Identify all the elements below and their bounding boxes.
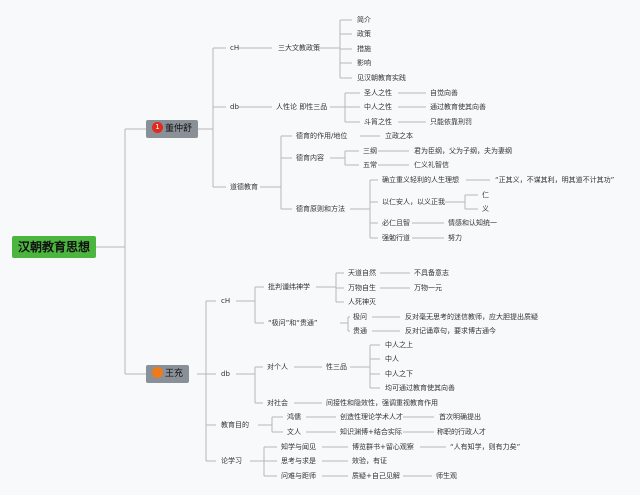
dong-method-k[interactable]: 确立重义轻利的人生理想 [382, 176, 459, 184]
wang-study-v[interactable]: 效验，有证 [352, 457, 387, 465]
wang-study-w[interactable]: “人有知学，则有力矣” [450, 443, 521, 451]
dong-policy-item[interactable]: 见汉朝教育实践 [357, 74, 406, 82]
wang-study-v[interactable]: 质疑+自己见解 [352, 472, 400, 480]
node-wang-chong[interactable]: 王充 [146, 365, 190, 383]
wang-critique-k[interactable]: 万物自生 [348, 284, 376, 292]
root-node[interactable]: 汉朝教育思想 [12, 236, 96, 258]
priority-1-icon: 1 [152, 122, 163, 133]
wang-society-value[interactable]: 间接性和隐效性，强调重视教育作用 [326, 399, 438, 407]
wang-aim-v[interactable]: 创造性理论学术人才 [340, 413, 403, 421]
dong-method-v[interactable]: 情感和认知统一 [448, 219, 497, 227]
dong-ch[interactable]: cH [230, 44, 240, 52]
wang-db[interactable]: db [221, 370, 230, 378]
dong-nature-v[interactable]: 只能依靠刑罚 [430, 118, 472, 126]
wang-level[interactable]: 中人之上 [385, 341, 413, 349]
dong-method-sub[interactable]: 义 [482, 205, 489, 213]
wang-aim-k[interactable]: 鸿儒 [287, 413, 301, 421]
wang-aim-v[interactable]: 知识渊博+结合实际 [340, 428, 402, 436]
node-label: 王充 [165, 369, 184, 379]
wang-study-k[interactable]: 问难与距师 [281, 472, 316, 480]
dong-method-v[interactable]: “正其义，不谋其利，明其道不计其功” [495, 176, 615, 184]
dong-policy-item[interactable]: 影响 [357, 59, 371, 67]
dong-content-v[interactable]: 仁义礼智信 [414, 161, 449, 169]
wang-critique[interactable]: 批判谶纬神学 [268, 283, 310, 291]
dong-moral-content[interactable]: 德育内容 [296, 154, 324, 162]
dong-content-k[interactable]: 三纲 [363, 147, 377, 155]
wang-ch[interactable]: cH [221, 297, 231, 305]
wang-society[interactable]: 对社会 [267, 399, 288, 407]
wang-study-v[interactable]: 博览群书+留心观察 [352, 443, 414, 451]
dong-db[interactable]: db [230, 103, 239, 111]
wang-level[interactable]: 中人 [385, 355, 399, 363]
wang-study-w[interactable]: 师生观 [436, 472, 457, 480]
wang-aim-k[interactable]: 文人 [287, 428, 301, 436]
dong-nature-k[interactable]: 斗筲之性 [364, 118, 392, 126]
dong-moral-methods[interactable]: 德育原则和方法 [296, 205, 345, 213]
wang-wen[interactable]: “极问”和“贵通” [268, 319, 318, 327]
dong-method-v[interactable]: 努力 [448, 234, 462, 242]
wang-study[interactable]: 论学习 [221, 457, 242, 465]
dong-nature-k[interactable]: 中人之性 [364, 103, 392, 111]
dong-content-k[interactable]: 五常 [363, 161, 377, 169]
wang-aim-w[interactable]: 首次明确提出 [439, 413, 481, 421]
dong-method-sub[interactable]: 仁 [482, 191, 489, 199]
wang-level[interactable]: 中人之下 [385, 370, 413, 378]
dong-policy-item[interactable]: 措施 [357, 45, 371, 53]
dong-method-k[interactable]: 以仁安人，以义正我 [382, 198, 445, 206]
wang-individual[interactable]: 对个人 [267, 363, 288, 371]
dong-content-v[interactable]: 君为臣纲，父为子纲，夫为妻纲 [414, 147, 512, 155]
wang-level[interactable]: 均可通过教育使其向善 [385, 384, 455, 392]
priority-2-icon [152, 367, 163, 378]
dong-method-k[interactable]: 必仁且智 [382, 219, 410, 227]
wang-study-k[interactable]: 思考与求是 [281, 457, 316, 465]
wang-wen-k[interactable]: 贵通 [353, 327, 367, 335]
dong-nature-v[interactable]: 通过教育使其向善 [430, 103, 486, 111]
dong-policy-item[interactable]: 政策 [357, 30, 371, 38]
node-label: 董仲舒 [165, 124, 193, 134]
wang-critique-k[interactable]: 天道自然 [348, 269, 376, 277]
dong-moral-role[interactable]: 德育的作用/地位 [296, 132, 348, 140]
dong-method-k[interactable]: 强勉行道 [382, 234, 410, 242]
wang-study-k[interactable]: 知学与闻见 [281, 443, 316, 451]
wang-critique-v[interactable]: 万物一元 [414, 284, 442, 292]
wang-theory[interactable]: 性三品 [326, 363, 347, 371]
wang-aim[interactable]: 教育目的 [221, 421, 249, 429]
wang-wen-v[interactable]: 反对毫无思考的迷信教师，应大胆提出质疑 [405, 313, 538, 321]
wang-wen-v[interactable]: 反对记诵章句，要求博古通今 [405, 327, 496, 335]
dong-nature-v[interactable]: 自觉向善 [430, 89, 458, 97]
wang-aim-w[interactable]: 称职的行政人才 [437, 428, 486, 436]
wang-wen-k[interactable]: 极问 [353, 313, 367, 321]
dong-policy-item[interactable]: 简介 [357, 16, 371, 24]
wang-critique-v[interactable]: 不具备意志 [414, 269, 449, 277]
dong-moral[interactable]: 道德教育 [230, 183, 258, 191]
wang-critique-k[interactable]: 人死神灭 [348, 298, 376, 306]
dong-nature-k[interactable]: 圣人之性 [364, 89, 392, 97]
dong-theory[interactable]: 人性论 即性三品 [276, 103, 328, 111]
dong-moral-role-value[interactable]: 立政之本 [385, 132, 413, 140]
dong-policy[interactable]: 三大文教政策 [278, 44, 320, 52]
